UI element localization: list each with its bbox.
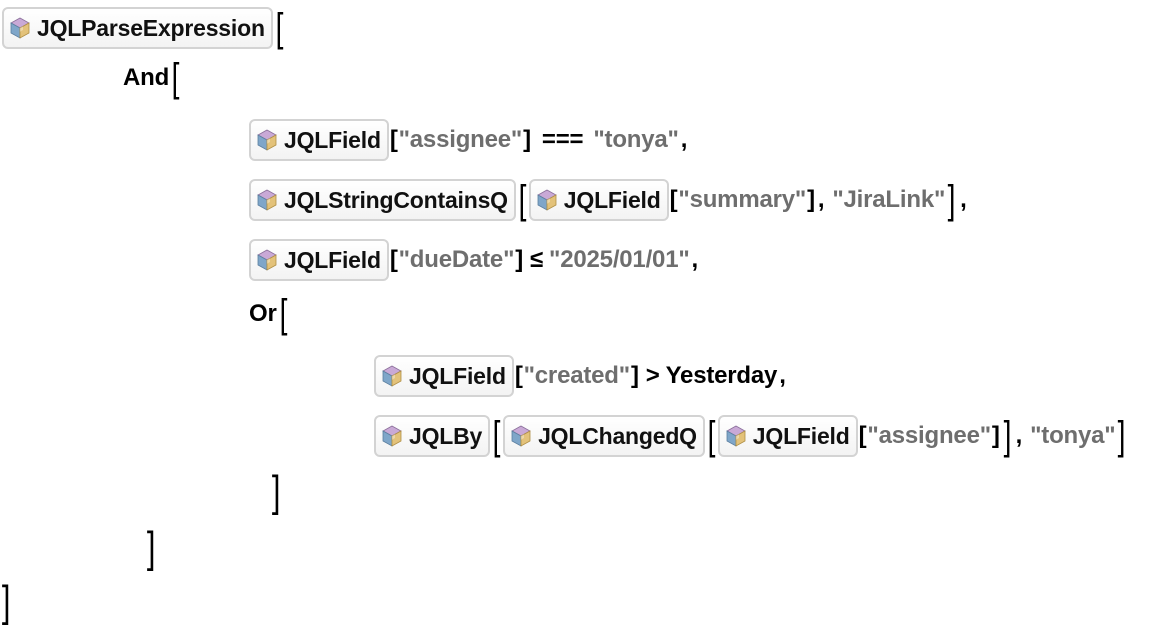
jqlstringcontainsq-chip[interactable]: JQLStringContainsQ (249, 179, 516, 221)
open-bracket: [ (279, 292, 287, 336)
paclet-cube-icon (9, 17, 31, 39)
expr-line-1: JQLParseExpression [ (2, 6, 286, 50)
jqlby-chip[interactable]: JQLBy (374, 415, 491, 457)
close-bracket: ] (523, 126, 531, 153)
paclet-cube-icon (381, 425, 403, 447)
close-bracket: ] (807, 186, 815, 213)
string-assignee: "assignee" (867, 422, 991, 449)
chip-label: JQLChangedQ (538, 422, 697, 449)
close-bracket: ] (1003, 414, 1011, 458)
string-jiralink: "JiraLink" (832, 186, 946, 213)
jqlfield-chip[interactable]: JQLField (249, 239, 389, 281)
jqlfield-chip[interactable]: JQLField (717, 415, 858, 457)
open-bracket: [ (171, 56, 180, 100)
chip-label: JQLField (563, 186, 661, 213)
string-tonya: "tonya" (593, 126, 679, 153)
string-assignee: "assignee" (398, 126, 523, 153)
chip-label: JQLParseExpression (37, 14, 265, 41)
leq-operator: ≤ (530, 246, 544, 273)
chip-label: JQLField (752, 422, 850, 449)
close-bracket: ] (991, 422, 1000, 449)
paclet-cube-icon (536, 189, 558, 211)
comma: , (691, 246, 699, 273)
comma: , (1015, 422, 1023, 449)
jqlfield-chip[interactable]: JQLField (528, 179, 669, 221)
string-tonya: "tonya" (1030, 422, 1116, 449)
root-close-bracket: ] (1, 577, 11, 626)
paclet-cube-icon (725, 425, 747, 447)
expr-line-8: JQLBy [ JQLChangedQ [ JQLField [ "assign… (374, 414, 1128, 458)
open-bracket: [ (514, 362, 523, 389)
open-bracket: [ (492, 414, 501, 458)
expr-line-3: JQLField [ "assignee" ] === "tonya" , (249, 118, 687, 162)
string-created: "created" (523, 362, 631, 389)
close-bracket: ] (947, 178, 956, 222)
expr-line-5: JQLField [ "dueDate" ] ≤ "2025/01/01" , (249, 238, 698, 282)
close-bracket: ] (515, 246, 524, 273)
comma: , (680, 126, 688, 153)
string-duedate: "dueDate" (398, 246, 515, 273)
chip-label: JQLField (284, 126, 381, 153)
expr-line-2: And [ (123, 56, 182, 100)
and-symbol: And (123, 64, 170, 91)
close-bracket: ] (630, 362, 639, 389)
jqlfield-chip[interactable]: JQLField (249, 119, 389, 161)
gt-operator: > (645, 362, 660, 389)
jqlchangedq-chip[interactable]: JQLChangedQ (503, 415, 705, 457)
and-close-bracket: ] (146, 523, 156, 572)
paclet-cube-icon (256, 249, 278, 271)
expr-line-4: JQLStringContainsQ [ JQLField [ "summary… (249, 178, 967, 222)
paclet-cube-icon (381, 365, 403, 387)
string-summary: "summary" (678, 186, 807, 213)
open-bracket: [ (275, 6, 284, 50)
string-date: "2025/01/01" (549, 246, 690, 273)
paclet-cube-icon (256, 129, 278, 151)
jqlfield-chip[interactable]: JQLField (374, 355, 514, 397)
or-symbol: Or (249, 300, 277, 327)
or-close-bracket: ] (271, 467, 281, 516)
expr-line-7: JQLField [ "created" ] > Yesterday , (374, 354, 786, 398)
paclet-cube-icon (256, 189, 278, 211)
sameq-operator: === (541, 126, 584, 153)
comma: , (817, 186, 825, 213)
open-bracket: [ (389, 126, 398, 153)
close-bracket: ] (1118, 414, 1126, 458)
yesterday-symbol: Yesterday (665, 362, 778, 389)
paclet-cube-icon (510, 425, 532, 447)
open-bracket: [ (707, 414, 716, 458)
open-bracket: [ (669, 186, 678, 213)
comma: , (960, 186, 967, 213)
chip-label: JQLBy (409, 422, 483, 449)
expr-line-6: Or [ (249, 292, 290, 336)
open-bracket: [ (858, 422, 867, 449)
chip-label: JQLField (284, 246, 381, 273)
open-bracket: [ (389, 246, 398, 273)
jqlparseexpression-chip[interactable]: JQLParseExpression (2, 7, 273, 49)
chip-label: JQLStringContainsQ (284, 186, 508, 213)
open-bracket: [ (518, 178, 527, 222)
comma: , (779, 362, 786, 389)
chip-label: JQLField (409, 362, 506, 389)
